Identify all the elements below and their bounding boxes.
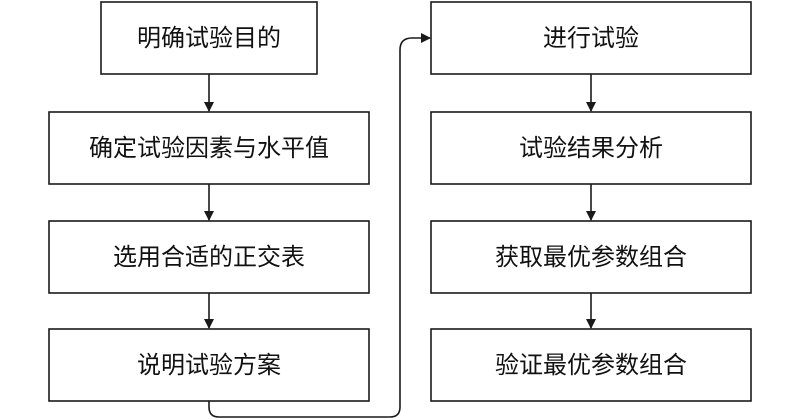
step-run-experiment-label: 进行试验 <box>543 24 639 52</box>
arrow-cross-column <box>208 33 431 418</box>
step-define-purpose-label: 明确试验目的 <box>137 24 281 52</box>
step-analyze-results: 试验结果分析 <box>430 111 752 185</box>
step-select-orthogonal-table-label: 选用合适的正交表 <box>113 243 305 271</box>
step-verify-optimal: 验证最优参数组合 <box>430 328 752 402</box>
step-factors-levels-label: 确定试验因素与水平值 <box>89 134 329 162</box>
step-run-experiment: 进行试验 <box>430 1 752 75</box>
step-verify-optimal-label: 验证最优参数组合 <box>495 351 687 379</box>
step-describe-plan-label: 说明试验方案 <box>137 351 281 379</box>
step-define-purpose: 明确试验目的 <box>100 1 318 75</box>
step-obtain-optimal: 获取最优参数组合 <box>430 220 752 294</box>
step-describe-plan: 说明试验方案 <box>48 328 370 402</box>
step-factors-levels: 确定试验因素与水平值 <box>48 111 370 185</box>
step-select-orthogonal-table: 选用合适的正交表 <box>48 220 370 294</box>
step-analyze-results-label: 试验结果分析 <box>519 134 663 162</box>
step-obtain-optimal-label: 获取最优参数组合 <box>495 243 687 271</box>
